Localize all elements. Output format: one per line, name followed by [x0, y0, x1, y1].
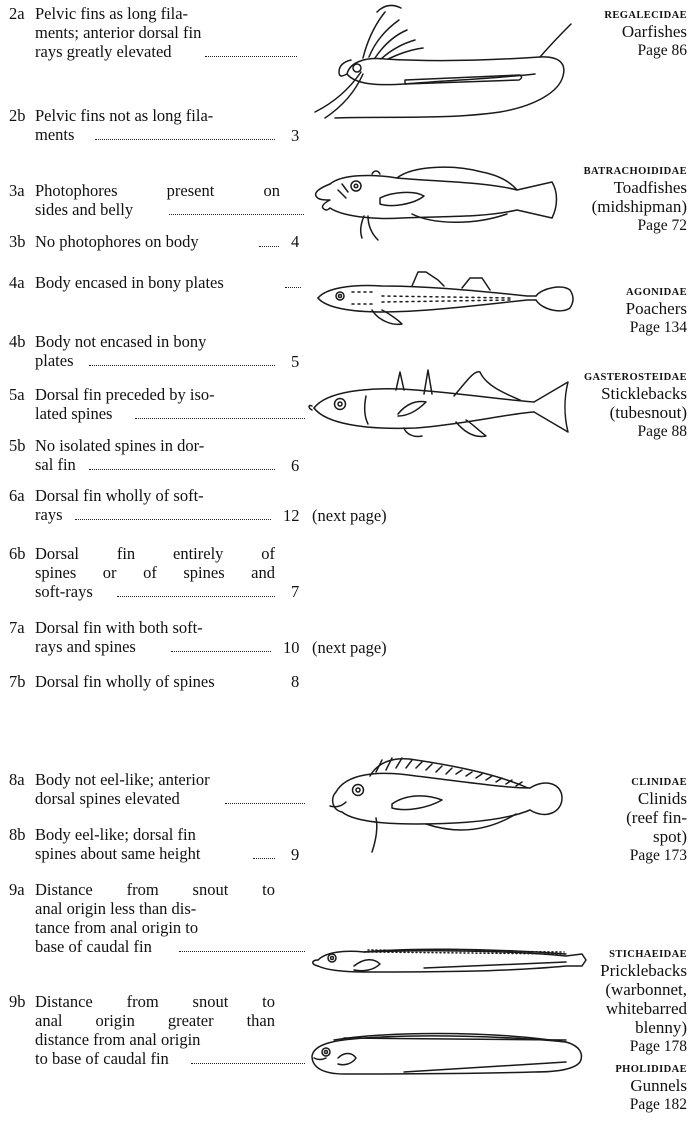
couplet-7a: 7a Dorsal fin with both soft- rays and s…	[9, 618, 429, 658]
leader-dots	[171, 651, 271, 652]
couplet-3a: 3a Photophores present on sides and bell…	[9, 181, 309, 221]
poacher-illustration	[312, 268, 574, 332]
family-agonidae: AGONIDAE Poachers Page 134	[547, 287, 687, 337]
couplet-3b: 3b No photophores on body 4	[9, 232, 309, 254]
next-page-note: (next page)	[312, 506, 387, 525]
couplet-code: 2b	[9, 106, 35, 125]
family-clinidae: CLINIDAE Clinids (reef fin- spot) Page 1…	[567, 777, 687, 865]
family-pholididae: PHOLIDIDAE Gunnels Page 182	[567, 1064, 687, 1114]
leader-dots	[95, 139, 275, 140]
leader-dots	[89, 365, 275, 366]
couplet-6a: 6a Dorsal fin wholly of soft- rays 12 (n…	[9, 486, 429, 526]
couplet-7b: 7b Dorsal fin wholly of spines 8	[9, 672, 309, 694]
couplet-8a: 8a Body not eel-like; anterior dorsal sp…	[9, 770, 309, 810]
couplet-2a: 2a Pelvic fins as long fila- ments; ante…	[9, 4, 299, 64]
stickleback-illustration	[306, 366, 574, 446]
family-gasterosteidae: GASTEROSTEIDAE Sticklebacks (tubesnout) …	[547, 372, 687, 441]
leader-dots	[253, 858, 275, 859]
family-batrachoididae: BATRACHOIDIDAE Toadfishes (midshipman) P…	[547, 166, 687, 235]
gunnel-illustration	[304, 1028, 588, 1084]
couplet-5a: 5a Dorsal fin preceded by iso- lated spi…	[9, 385, 309, 425]
oarfish-illustration	[295, 2, 577, 122]
couplet-8b: 8b Body eel-like; dorsal fin spines abou…	[9, 825, 309, 865]
leader-dots	[225, 803, 305, 804]
couplet-2b: 2b Pelvic fins not as long fila- ments 3	[9, 106, 309, 146]
couplet-5b: 5b No isolated spines in dor- sal fin 6	[9, 436, 309, 476]
family-regalecidae: REGALECIDAE Oarfishes Page 86	[547, 10, 687, 60]
prickleback-illustration	[304, 938, 590, 984]
leader-dots	[89, 469, 275, 470]
leader-dots	[75, 519, 271, 520]
couplet-text: Pelvic fins as long fila- ments; anterio…	[35, 4, 201, 61]
family-page-ref: Page 86	[547, 41, 687, 60]
couplet-4b: 4b Body not encased in bony plates 5	[9, 332, 309, 372]
leader-dots	[285, 287, 301, 288]
couplet-9a: 9a Distance from snout to anal origin le…	[9, 880, 309, 960]
family-scientific-name: REGALECIDAE	[547, 10, 687, 22]
leader-dots	[169, 214, 304, 215]
clinid-illustration	[306, 748, 570, 858]
family-stichaeidae: STICHAEIDAE Pricklebacks (warbonnet, whi…	[567, 949, 687, 1056]
leader-dots	[191, 1063, 305, 1064]
leader-dots	[205, 56, 297, 57]
family-common-name: Oarfishes	[547, 22, 687, 41]
leader-dots	[179, 951, 305, 952]
couplet-9b: 9b Distance from snout to anal origin gr…	[9, 992, 309, 1072]
goto-number: 3	[291, 126, 299, 145]
leader-dots	[135, 418, 305, 419]
leader-dots	[117, 596, 275, 597]
next-page-note: (next page)	[312, 638, 387, 657]
couplet-code: 2a	[9, 4, 35, 23]
couplet-4a: 4a Body encased in bony plates	[9, 273, 309, 295]
couplet-6b: 6b Dorsal fin entirely of spines or of s…	[9, 544, 309, 604]
leader-dots	[259, 246, 279, 247]
toadfish-illustration	[302, 160, 570, 246]
